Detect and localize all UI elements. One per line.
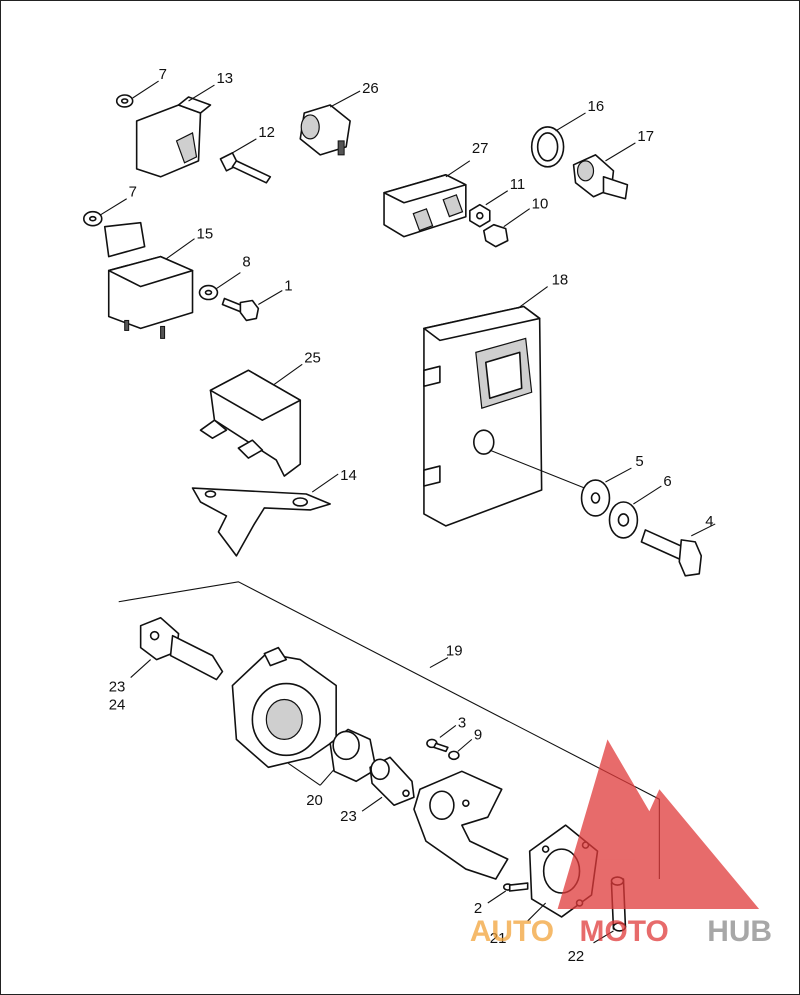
part-1-bolt <box>221 290 283 322</box>
callout-13: 13 <box>216 70 233 87</box>
callout-4: 4 <box>705 513 713 530</box>
callout-8: 8 <box>242 254 250 271</box>
part-10-cap-nut <box>482 208 530 248</box>
callout-26: 26 <box>362 80 379 97</box>
part-23-lock-cylinder <box>361 756 415 812</box>
watermark-text-auto: AUTO <box>470 915 554 948</box>
callout-1: 1 <box>284 278 292 295</box>
watermark-logo: AUTO MOTO HUB <box>470 739 772 948</box>
callout-11: 11 <box>510 176 526 193</box>
callout-22: 22 <box>568 948 585 965</box>
watermark-text-hub: HUB <box>707 915 772 948</box>
part-8-washer <box>198 272 241 301</box>
callout-21: 21 <box>490 930 507 947</box>
callout-23: 23 <box>340 808 357 825</box>
callout-2: 2 <box>474 900 482 917</box>
part-11-nut <box>469 190 509 228</box>
part-2-screw <box>487 882 529 904</box>
part-4-bolt <box>640 523 716 577</box>
part-6-washer <box>608 485 662 539</box>
callout-15: 15 <box>197 226 214 243</box>
part-26-switch <box>299 90 361 156</box>
callout-12: 12 <box>258 124 275 141</box>
callout-24: 24 <box>109 696 126 713</box>
watermark-triangle-outer <box>557 739 760 909</box>
callout-7: 7 <box>129 184 137 201</box>
part-14-bracket <box>191 473 339 557</box>
part-27-relay <box>383 160 471 238</box>
callout-14: 14 <box>340 467 357 484</box>
callout-20: 20 <box>306 792 323 809</box>
part-cover-plate <box>413 770 509 880</box>
part-7-washer-second <box>82 198 127 227</box>
watermark-triangle-inner <box>595 829 636 860</box>
part-9-washer <box>448 738 473 761</box>
callout-19: 19 <box>446 643 463 660</box>
part-15-relay <box>103 221 195 339</box>
part-20-sleeve <box>329 728 377 783</box>
part-20-housing <box>231 646 337 786</box>
callout-6: 6 <box>663 473 671 490</box>
part-16-seal <box>530 112 586 168</box>
part-3-screw <box>426 724 457 753</box>
part-23-key <box>130 616 224 681</box>
part-18-module <box>423 286 590 527</box>
callout-25: 25 <box>304 349 321 366</box>
part-12-pin <box>219 138 272 184</box>
part-17-sender <box>572 142 636 200</box>
callout-23: 23 <box>109 679 126 696</box>
callout-3: 3 <box>458 714 466 731</box>
callout-16: 16 <box>588 98 605 115</box>
part-13-bracket <box>135 84 215 178</box>
callout-9: 9 <box>474 726 482 743</box>
callout-labels: 7 13 12 26 16 17 27 11 10 7 15 8 1 18 25… <box>109 66 714 965</box>
callout-18: 18 <box>552 272 569 289</box>
callout-7: 7 <box>159 66 167 83</box>
callout-27: 27 <box>472 140 489 157</box>
part-7-washer-top <box>115 80 159 108</box>
callout-10: 10 <box>532 196 549 213</box>
part-5-washer <box>580 467 632 517</box>
watermark-text-moto: MOTO <box>580 915 669 948</box>
callout-17: 17 <box>637 128 654 145</box>
callout-5: 5 <box>635 453 643 470</box>
part-25-cover <box>199 363 303 477</box>
